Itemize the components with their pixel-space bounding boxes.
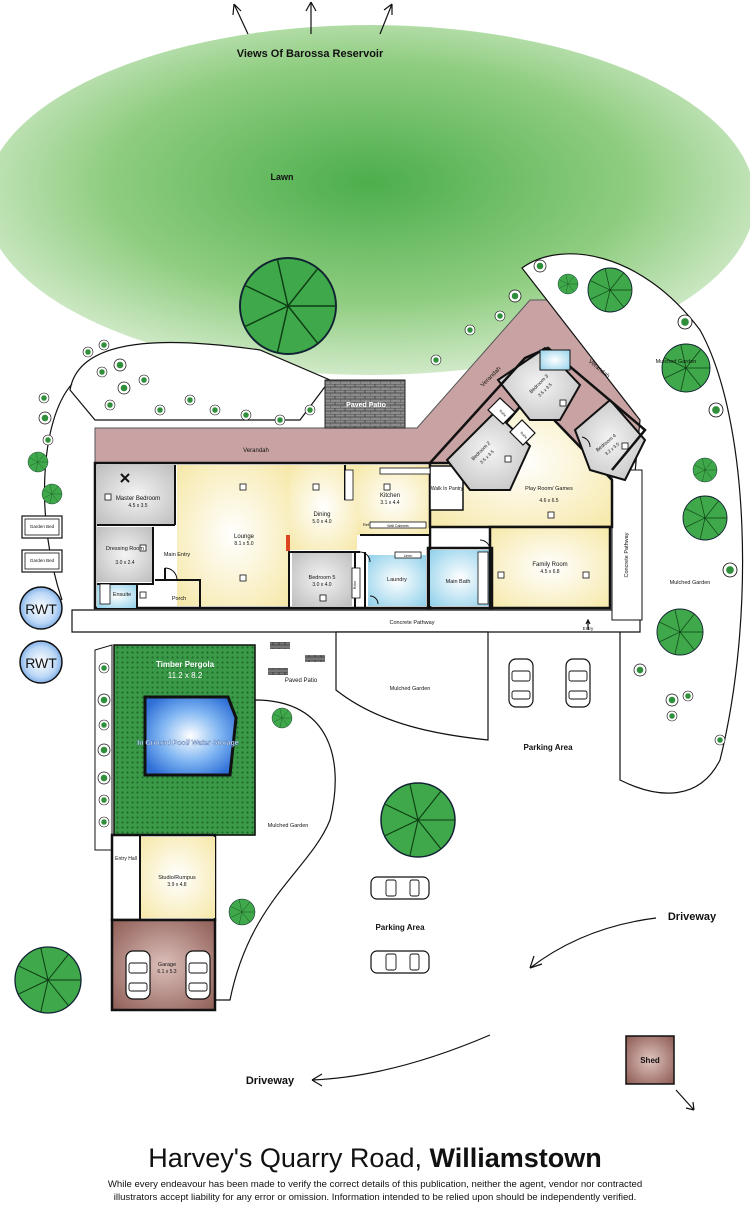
address-town: Williamstown [429,1143,602,1173]
address-street: Harvey's Quarry Road, [148,1143,430,1173]
room-dressing-name: Dressing Room [106,546,144,552]
shed [625,1035,675,1085]
concrete-pathway [71,609,641,633]
label-paved-patio-top: Paved Patio [346,402,386,409]
fixture-robe-1: Robe [353,581,357,589]
fixture-linen: Linen [404,554,413,558]
label-driveway-2: Driveway [246,1075,295,1087]
room-dining-name: Dining [313,512,330,518]
room-kitchen-dims: 3.1 x 4.4 [380,500,399,506]
label-rwt-1: RWT [25,601,57,617]
top-heading: Views Of Barossa Reservoir [237,48,384,60]
label-mulched-garden-4: Mulched Garden [268,823,309,829]
front-garden-bed [69,341,331,421]
mulched-garden-left [214,699,336,1001]
family-room [488,525,612,610]
room-studio-dims: 3.9 x 4.8 [167,882,186,888]
room-dining-dims: 5.0 x 4.0 [312,519,331,525]
driveway-arrows [311,618,695,1111]
room-studio-name: Studio/Rumpus [158,875,196,881]
label-mulched-garden-2: Mulched Garden [670,580,711,586]
view-arrows [232,1,393,35]
ceiling-fan-icon [120,473,130,483]
laundry [368,555,426,606]
disclaimer-line-1: While every endeavour has been made to v… [107,1179,643,1190]
label-mulched-garden-3: Mulched Garden [390,686,431,692]
room-dressing-dims: 3.0 x 2.4 [115,560,134,566]
dressing-room [97,527,153,582]
garden-bed-1 [21,515,63,539]
footer: Harvey's Quarry Road, Williamstown While… [0,1140,750,1204]
mulched-garden-center [335,631,489,741]
room-bedroom5-dims: 3.0 x 4.0 [312,582,331,588]
lounge [177,465,289,606]
room-laundry-name: Laundry [387,577,407,583]
room-garage-name: Garage [158,962,176,968]
label-driveway-1: Driveway [668,911,717,923]
disclaimer: While every endeavour has been made to v… [0,1176,750,1204]
room-pergola-dims: 11.2 x 8.2 [168,671,203,680]
room-entry-hall-name: Entry Hall [115,856,137,862]
studio-rumpus [140,837,215,918]
room-kitchen-name: Kitchen [380,493,400,499]
label-rwt-2: RWT [25,655,57,671]
label-parking-area-1: Parking Area [523,743,573,752]
room-pool-name: In Ground Pool/ Water Storage [137,740,239,747]
room-pantry-name: Walk In Pantry [431,486,464,492]
fixture-robe-2: Robe [498,409,507,418]
label-shed: Shed [640,1056,660,1065]
fixture-ref: Ref [363,522,370,527]
label-mulched-garden-1: Mulched Garden [656,359,697,365]
room-main-entry-name: Main Entry [164,552,191,558]
room-play-room-name: Play Room/ Games [525,486,573,492]
fixture-wall-cabinets: Wall Cabinets [387,524,409,528]
label-lawn: Lawn [270,172,293,182]
garden-bed-2 [21,549,63,573]
pool [143,695,238,777]
disclaimer-line-2: illustrators accept liability for any er… [113,1191,637,1203]
label-concrete-pathway: Concrete Pathway [390,620,435,626]
label-verandah-main: Verandah [243,448,269,454]
bedroom-4 [573,398,647,482]
label-garden-bed-1: Garden Bed [30,524,55,529]
room-pergola-name: Timber Pergola [156,660,215,669]
concrete-pathway-right [611,469,643,621]
paved-patio-top [324,379,406,429]
room-porch-name: Porch [172,596,186,602]
room-family-dims: 4.5 x 6.8 [540,569,559,575]
label-garden-bed-2: Garden Bed [30,558,55,563]
fixture-robe-3: Robe [519,431,528,440]
bedroom-2 [445,410,532,491]
label-parking-area-2: Parking Area [375,923,425,932]
address-title: Harvey's Quarry Road, Williamstown [0,1140,750,1176]
room-lounge-name: Lounge [234,534,255,540]
room-family-name: Family Room [532,562,567,568]
room-bedroom5-name: Bedroom 5 [309,575,336,581]
room-ensuite-name: Ensuite [113,592,131,598]
fireplace-icon [286,535,290,551]
room-master-bedroom-name: Master Bedroom [116,496,160,502]
room-garage-dims: 6.1 x 5.3 [157,969,176,975]
room-play-room-dims: 4.6 x 6.5 [539,498,558,504]
rwt-tank-2 [19,640,63,684]
rwt-tank-1 [19,586,63,630]
paved-patio-bottom [268,642,325,675]
room-master-bedroom-dims: 4.5 x 3.5 [128,503,147,509]
room-lounge-dims: 8.1 x 5.0 [234,541,253,547]
label-paved-patio-bottom: Paved Patio [285,678,318,684]
label-concrete-pathway-right: Concrete Pathway [624,532,630,577]
room-main-bath-name: Main Bath [446,579,471,585]
label-entry: Entry [583,626,594,631]
